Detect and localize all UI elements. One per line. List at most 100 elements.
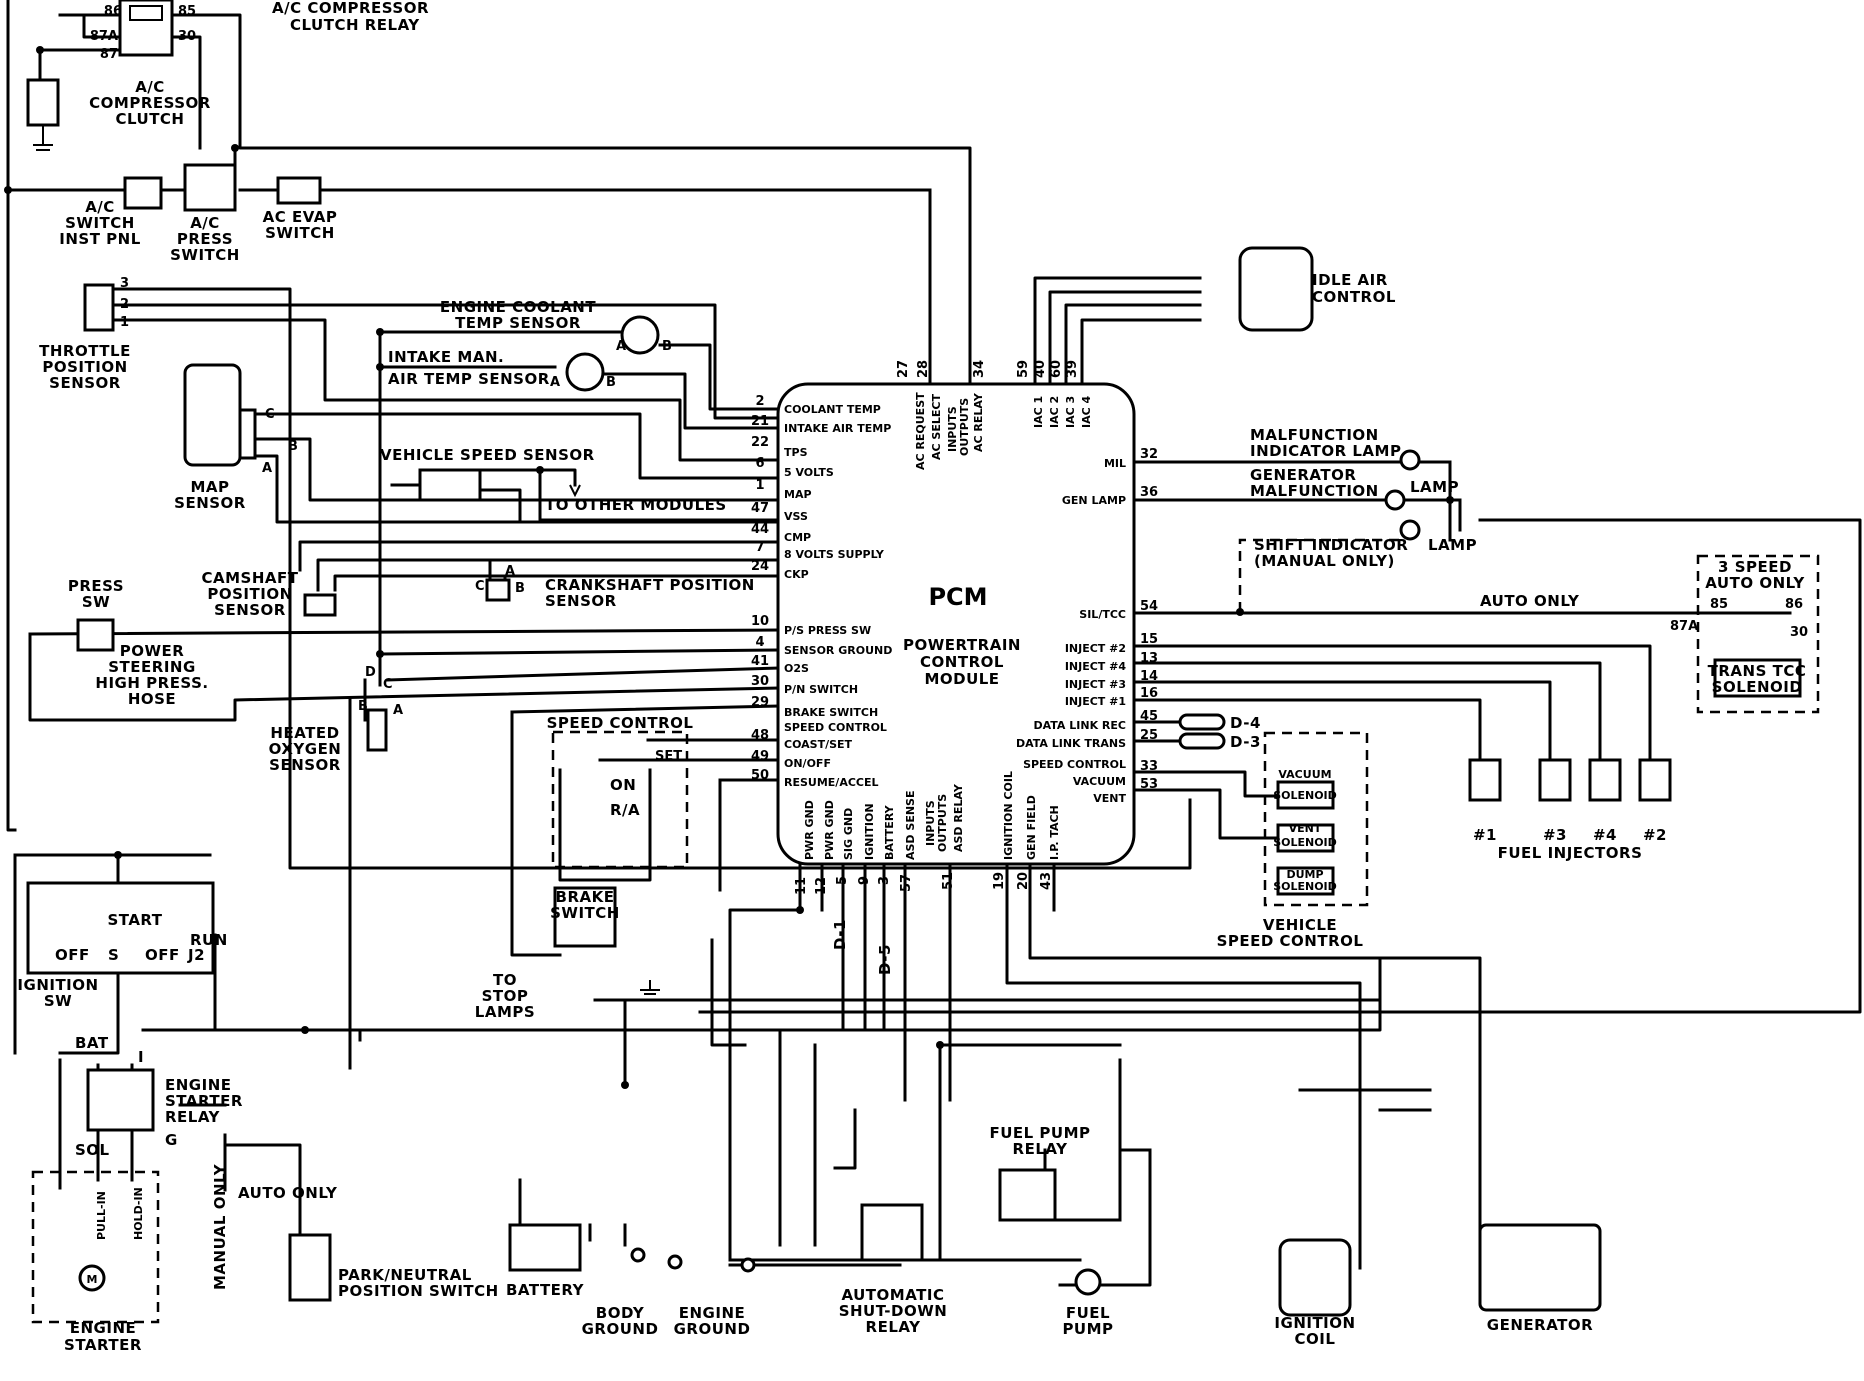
term-87: 87: [100, 47, 118, 62]
fuel-pump-relay-box: [998, 1168, 1057, 1222]
pin-sig: GEN LAMP: [1062, 494, 1126, 507]
ac-press-label-1: A/C: [190, 214, 220, 232]
ignition-sw-label-2: SW: [44, 992, 72, 1010]
starter-relay-label-2: STARTER: [165, 1092, 243, 1110]
injector-icon: [1638, 758, 1672, 802]
pin-num: 59: [1016, 360, 1031, 378]
ac-press-label-2: PRESS: [177, 230, 233, 248]
pin-num: 1: [755, 478, 764, 493]
clutch-icon: [26, 78, 60, 127]
mil-lamp-icon: [1399, 449, 1421, 471]
cmp-sensor-icon: [303, 593, 337, 617]
ign-j2: J2: [187, 946, 205, 964]
vent-solenoid-box: [1276, 823, 1335, 853]
body-ground-label-1: BODY: [596, 1304, 645, 1322]
inj-1-label: #1: [1473, 826, 1497, 844]
ckp-term-b: B: [515, 581, 525, 596]
tps-term-2: 2: [120, 297, 129, 312]
ect-term-b: B: [662, 339, 672, 354]
pin-num: 25: [1140, 728, 1158, 743]
iat-term-a: A: [550, 375, 560, 390]
pin-num: 10: [751, 614, 769, 629]
tps-term-1: 1: [120, 315, 129, 330]
pin-num: 49: [751, 749, 769, 764]
pin-num: 20: [1016, 872, 1031, 890]
junction-dots: [4, 46, 1454, 1089]
map-term-a: A: [262, 461, 272, 476]
pin-num: 16: [1140, 686, 1158, 701]
pin-num: 14: [1140, 669, 1158, 684]
asd-label-3: RELAY: [866, 1318, 922, 1336]
asd-relay-box: [860, 1203, 924, 1262]
pin-sig: CKP: [784, 568, 809, 581]
data-link-trans-icon: [1178, 732, 1226, 750]
speed-control-on: ON: [610, 776, 636, 794]
starter-label-2: STARTER: [64, 1336, 142, 1354]
ac-switch-label-2: SWITCH: [65, 214, 135, 232]
fp-relay-label-1: FUEL PUMP: [989, 1124, 1090, 1142]
starter-relay-box: [86, 1068, 155, 1132]
fuel-injectors-label: FUEL INJECTORS: [1498, 844, 1643, 862]
ckp-term-c: C: [475, 579, 485, 594]
ac-relay-box: [118, 0, 174, 57]
pin-num: 60: [1049, 360, 1064, 378]
sol-label: SOL: [75, 1141, 110, 1159]
o2-term-b: B: [358, 699, 368, 714]
ign-off-2: OFF: [145, 946, 180, 964]
battery-label: BATTERY: [506, 1281, 585, 1299]
pin-num: 7: [755, 540, 764, 555]
pin-sig: INJECT #4: [1065, 660, 1127, 673]
pin-sig: P/N SWITCH: [784, 683, 858, 696]
tcc-label-2: AUTO ONLY: [1705, 574, 1805, 592]
pin-num: 22: [751, 435, 769, 450]
tcc-label-1: 3 SPEED: [1718, 558, 1792, 576]
tps-term-3: 3: [120, 276, 129, 291]
pin-sig: BRAKE SWITCH: [784, 706, 878, 719]
park-neutral-switch-box: [288, 1233, 332, 1302]
ac-evap-switch-box: [276, 176, 322, 205]
tcc-solenoid-box: [1713, 658, 1802, 698]
speed-control-ra: R/A: [610, 801, 640, 819]
gen-lamp-label: LAMP: [1410, 478, 1459, 496]
pcm-module: [776, 382, 1136, 866]
pin-num: 47: [751, 501, 769, 516]
press-sw-label-2: SW: [82, 593, 110, 611]
ign-start: START: [107, 911, 162, 929]
vss-label: VEHICLE SPEED SENSOR: [380, 446, 595, 464]
pcm-right-pins: MIL 32 GEN LAMP 36 SIL/TCC 54 INJECT #2 …: [1016, 447, 1158, 805]
pin-sig: RESUME/ACCEL: [784, 776, 879, 789]
pin-num: 45: [1140, 709, 1158, 724]
asd-label-1: AUTOMATIC: [841, 1286, 944, 1304]
pin-sig: INJECT #2: [1065, 642, 1126, 655]
pin-num: 19: [992, 872, 1007, 890]
pin-sig: TPS: [784, 446, 808, 459]
fuel-pump-label-1: FUEL: [1066, 1304, 1110, 1322]
term-87a: 87A: [90, 29, 118, 44]
pin-num: 43: [1039, 872, 1054, 890]
term-85: 85: [178, 4, 196, 19]
tcc-term-85: 85: [1710, 597, 1728, 612]
d4-label: D-4: [1230, 714, 1261, 732]
solenoid-label: SOLENOID: [1273, 836, 1337, 849]
pin-sig: P/S PRESS SW: [784, 624, 871, 637]
vsc-label-2: SPEED CONTROL: [1217, 932, 1364, 950]
map-label-2: SENSOR: [174, 494, 246, 512]
svg-text:M: M: [87, 1273, 98, 1286]
body-ground-label-2: GROUND: [582, 1320, 659, 1338]
tps-icon: [83, 283, 115, 332]
vehicle-speed-control-box: [1263, 731, 1369, 907]
pin-sig: IGNITION COIL: [1002, 771, 1015, 860]
tcc-term-30: 30: [1790, 625, 1808, 640]
inj-2-label: #2: [1643, 826, 1667, 844]
stop-lamps-label-3: LAMPS: [475, 1003, 535, 1021]
vsc-label-1: VEHICLE: [1263, 916, 1337, 934]
ect-label-1: ENGINE COOLANT: [440, 298, 596, 316]
pin-sig: CMP: [784, 531, 811, 544]
pin-sig: PWR GND: [803, 800, 816, 860]
ps-press-switch-icon: [76, 618, 115, 652]
ps-label-3: HIGH PRESS.: [95, 674, 208, 692]
map-label-1: MAP: [190, 478, 229, 496]
pin-sig: BATTERY: [883, 804, 896, 860]
pcm-left-pins: COOLANT TEMP 2 INTAKE AIR TEMP 21 TPS 22…: [751, 394, 892, 789]
tcc-term-87a: 87A: [1670, 619, 1698, 634]
